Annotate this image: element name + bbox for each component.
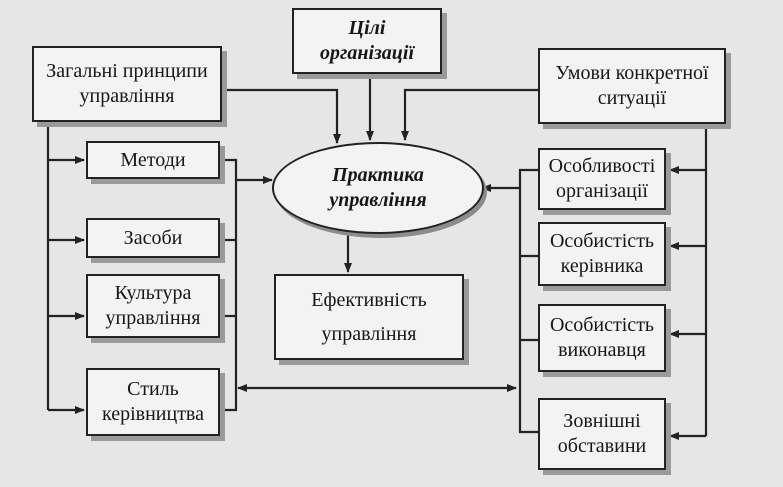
left-collector	[220, 158, 238, 412]
arrow-principles-to-practice	[220, 88, 341, 144]
style-label: Стиль керівництва	[101, 378, 204, 425]
right-collector	[518, 168, 538, 434]
arrow-conditions-to-practice	[401, 88, 540, 141]
means-box: Засоби	[86, 218, 220, 258]
methods-label: Методи	[120, 148, 186, 171]
style-box: Стиль керівництва	[86, 368, 220, 436]
practice-label: Практика управління	[329, 164, 427, 211]
executor-personality-box: Особистість виконавця	[538, 304, 666, 372]
goals-label: Цілі організації	[319, 17, 415, 64]
efficiency-box: Ефективність управління	[274, 274, 464, 360]
org-features-box: Особливості організації	[538, 148, 666, 210]
efficiency-label: Ефективність управління	[311, 289, 427, 345]
executor-personality-label: Особистість виконавця	[549, 314, 655, 361]
conditions-box: Умови конкретної ситуації	[538, 48, 726, 124]
culture-box: Культура управління	[86, 274, 220, 338]
org-features-label: Особливості організації	[548, 155, 656, 202]
external-box: Зовнішні обставини	[538, 398, 666, 470]
external-label: Зовнішні обставини	[557, 410, 647, 457]
methods-box: Методи	[86, 141, 220, 179]
conditions-label: Умови конкретної ситуації	[555, 62, 709, 109]
practice-ellipse: Практика управління	[272, 142, 484, 234]
leader-personality-label: Особистість керівника	[549, 230, 655, 277]
culture-label: Культура управління	[105, 282, 201, 329]
goals-box: Цілі організації	[292, 8, 442, 74]
leader-personality-box: Особистість керівника	[538, 222, 666, 286]
principles-label: Загальні принципи управління	[46, 60, 208, 107]
principles-box: Загальні принципи управління	[32, 46, 222, 122]
means-label: Засоби	[123, 226, 183, 249]
